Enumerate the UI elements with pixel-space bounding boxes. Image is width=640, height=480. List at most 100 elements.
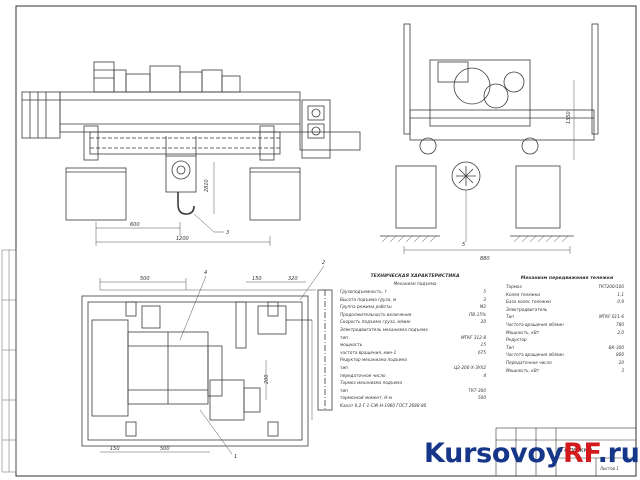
- dim-front-1200: 1200: [176, 236, 189, 242]
- spec-label: Тип: [506, 344, 515, 350]
- spec-label: Редуктор механизма подъема: [340, 357, 407, 363]
- spec-row: Тормоз ТКТ200/100: [506, 283, 628, 291]
- dim-plan-200: 200: [264, 374, 270, 384]
- spec-value: 4: [483, 372, 486, 378]
- spec-value: ТКТ200/100: [598, 284, 625, 289]
- side-wheel-left: [419, 137, 437, 155]
- spec-value: ВК-300: [608, 344, 624, 350]
- spec-label: Грузоподъемность, т: [340, 289, 387, 294]
- spec-row: Частота вращения об/мин 780: [506, 321, 628, 329]
- watermark-accent: RF: [562, 438, 598, 469]
- spec-row: тормозной момент, Н·м 500: [340, 394, 490, 402]
- dim-plan-150: 150: [252, 276, 262, 282]
- spec-value: ПВ-15%: [469, 311, 486, 317]
- spec-value: 0,9: [617, 299, 624, 305]
- spec-label: База колес тележки: [506, 299, 551, 305]
- rail-beam-right: [249, 167, 301, 221]
- travel-spec-title: Механизм передвижения тележки: [520, 276, 614, 281]
- spec-row: Канат 6,2-Г-1-СЖ-Н-1960 ГОСТ 2688-80: [340, 402, 490, 410]
- dim-plan-500b: 500: [160, 446, 170, 452]
- spec-row: Тормоз механизма подъема: [340, 379, 490, 387]
- dim-plan-500: 500: [140, 276, 150, 282]
- spec-label: тип: [340, 387, 348, 393]
- spec-label: Канат 6,2-Г-1-СЖ-Н-1960 ГОСТ 2688-80: [340, 402, 427, 408]
- front-wheel-right: [259, 125, 275, 161]
- hoist-gearbox: [149, 65, 181, 93]
- spec-row: Электродвигатель: [506, 306, 628, 314]
- left-buffer-bracket: [21, 91, 61, 139]
- spec-label: тип: [340, 334, 348, 340]
- spec-value: [486, 402, 490, 410]
- hook: [177, 192, 195, 215]
- front-dimensions: [95, 162, 271, 246]
- title-block-name: Тележка: [560, 446, 593, 454]
- title-block-sheet: Листов 1: [600, 466, 619, 471]
- spec-value: 1,1: [617, 291, 624, 297]
- side-view: [380, 23, 599, 237]
- spec-label: Передаточное число: [506, 359, 552, 365]
- side-rail-left: [395, 165, 437, 229]
- spec-value: Ц2-200-Х-3УХ2: [453, 364, 486, 370]
- spec-value: 800: [616, 352, 624, 358]
- spec-value: 780: [616, 321, 624, 327]
- spec-label: Тормоз механизма подъема: [340, 380, 403, 386]
- spec-value: 3: [621, 367, 624, 373]
- watermark-tail: .ru: [597, 438, 640, 469]
- spec-value: 500: [478, 395, 486, 401]
- dim-front-2810: 2810: [204, 179, 210, 192]
- plan-hoist-motor: [209, 379, 245, 421]
- kursovoyrf-watermark: KursovoyRF.ru: [424, 438, 640, 469]
- spec-row: Электродвигатель механизма подъема: [340, 326, 490, 334]
- spec-label: Тип: [506, 314, 515, 320]
- title-block: [495, 427, 637, 477]
- spec-row: передаточное число 4: [340, 372, 490, 380]
- callout-2: 2: [322, 260, 325, 266]
- leader-lines: [179, 265, 325, 455]
- spec-value: МТКF 312-8: [460, 334, 486, 340]
- spec-row: База колес тележки 0,9: [506, 298, 628, 306]
- sheet-frame: [15, 5, 637, 477]
- callout-1: 1: [234, 454, 237, 460]
- spec-label: Редуктор: [506, 337, 527, 343]
- spec-label: тормозной момент, Н·м: [340, 395, 392, 401]
- spec-value: МТКF 011-6: [598, 314, 624, 320]
- hoist-spec-subtitle: Механизм подъема: [393, 281, 437, 286]
- spec-row: Тип ВК-300: [506, 344, 628, 352]
- spec-label: Мощность, кВт: [506, 329, 540, 335]
- spec-value: [486, 379, 490, 387]
- spec-label: частота вращения, мин-1: [340, 349, 397, 355]
- plan-brake: [141, 305, 161, 329]
- spec-value: 3: [483, 296, 486, 302]
- rope-drum: [89, 131, 281, 155]
- spec-row: Редуктор механизма подъема: [340, 356, 490, 364]
- plan-view: [81, 289, 333, 447]
- spec-label: Частота вращения об/мин: [506, 321, 564, 327]
- spec-value: [486, 326, 490, 334]
- spec-row: Редуктор: [506, 336, 628, 344]
- spec-value: [486, 356, 490, 364]
- dim-plan-320: 320: [288, 276, 298, 282]
- front-wheel-left: [83, 125, 99, 161]
- spec-label: Скорость подъема груза, м/мин: [340, 319, 411, 325]
- spec-label: Тормоз: [506, 284, 522, 289]
- spec-label: передаточное число: [340, 372, 386, 378]
- ground-hatch: [381, 235, 569, 243]
- front-view: [21, 61, 361, 221]
- spec-value: ТКТ-300: [468, 387, 486, 393]
- dim-plan-150b: 150: [110, 446, 120, 452]
- plan-drum-end: [91, 319, 129, 417]
- hoist-spec-title: ТЕХНИЧЕСКАЯ ХАРАКТЕРИСТИКА: [370, 274, 460, 279]
- dim-side-1350: 1350: [566, 111, 572, 124]
- spec-label: Электродвигатель механизма подъема: [340, 326, 428, 332]
